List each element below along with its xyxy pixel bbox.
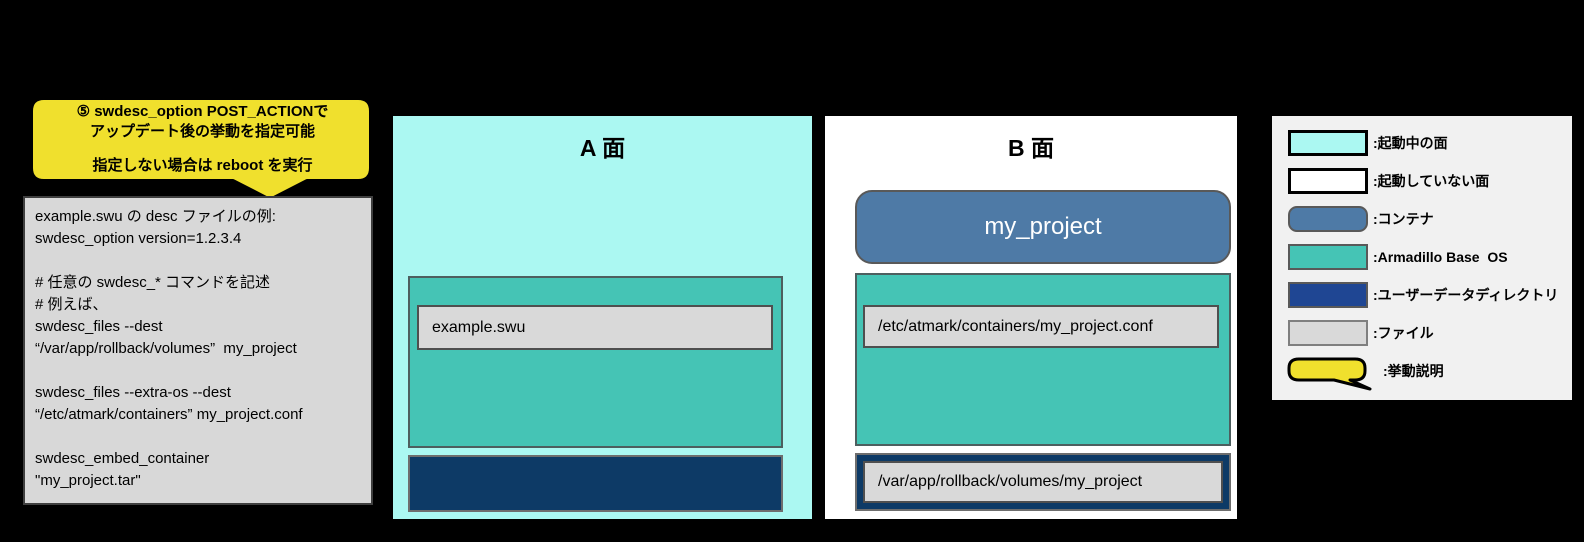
file-box-rollback-volumes: /var/app/rollback/volumes/my_project [863,461,1223,503]
callout-line-1: ⑤ swdesc_option POST_ACTIONで [76,103,329,120]
legend-swatch-file-icon [1288,320,1368,346]
legend-label: :挙動説明 [1383,363,1444,379]
legend-swatch-os-icon [1288,244,1368,270]
legend-label: :コンテナ [1373,211,1434,227]
legend-label: :起動中の面 [1373,135,1448,151]
callout-line-2: アップデート後の挙動を指定可能 [89,123,315,140]
legend-item-os: :Armadillo Base OS [1288,244,1558,270]
panel-b-title: B 面 [1008,135,1054,161]
file-box-example-swu: example.swu [417,305,773,350]
callout-line-3: 指定しない場合は reboot を実行 [92,157,313,174]
legend-item-active-side: :起動中の面 [1288,130,1558,156]
callout-text: ⑤ swdesc_option POST_ACTIONで アップデート後の挙動を… [30,102,375,176]
panel-a-title: A 面 [579,135,626,161]
file-label: /var/app/rollback/volumes/my_project [878,473,1143,490]
legend-swatch-inactive-side-icon [1288,168,1368,194]
legend-panel: :起動中の面 :起動していない面 :コンテナ :Armadillo Base O… [1272,116,1572,400]
legend-label: :ユーザーデータディレクトリ [1373,287,1559,303]
file-box-my-project-conf: /etc/atmark/containers/my_project.conf [863,305,1219,348]
legend-item-inactive-side: :起動していない面 [1288,168,1558,194]
legend-item-callout: :挙動説明 [1287,357,1558,391]
legend-swatch-callout-icon [1287,357,1372,391]
legend-swatch-user-data-icon [1288,282,1368,308]
callout-bubble-icon [29,96,373,202]
legend-label: :Armadillo Base OS [1373,249,1508,265]
legend-item-container: :コンテナ [1288,206,1558,232]
base-os-box-b: /etc/atmark/containers/my_project.conf [855,273,1231,446]
legend-swatch-container-icon [1288,206,1368,232]
file-label: example.swu [432,318,526,336]
panel-b: B 面 my_project /etc/atmark/containers/my… [822,113,1240,522]
legend-item-user-data: :ユーザーデータディレクトリ [1288,282,1558,308]
legend-label: :ファイル [1373,325,1434,341]
user-data-box-b: /var/app/rollback/volumes/my_project [855,453,1231,511]
legend-item-file: :ファイル [1288,320,1558,346]
legend-label: :起動していない面 [1373,173,1490,189]
user-data-box-a [408,455,783,512]
legend-swatch-active-side-icon [1288,130,1368,156]
container-box-my-project: my_project [855,190,1231,264]
desc-code-box: example.swu の desc ファイルの例: swdesc_option… [23,196,373,505]
base-os-box-a: example.swu [408,276,783,448]
panel-a: A 面 example.swu [390,113,815,522]
file-label: /etc/atmark/containers/my_project.conf [878,317,1153,335]
container-label: my_project [984,213,1102,240]
